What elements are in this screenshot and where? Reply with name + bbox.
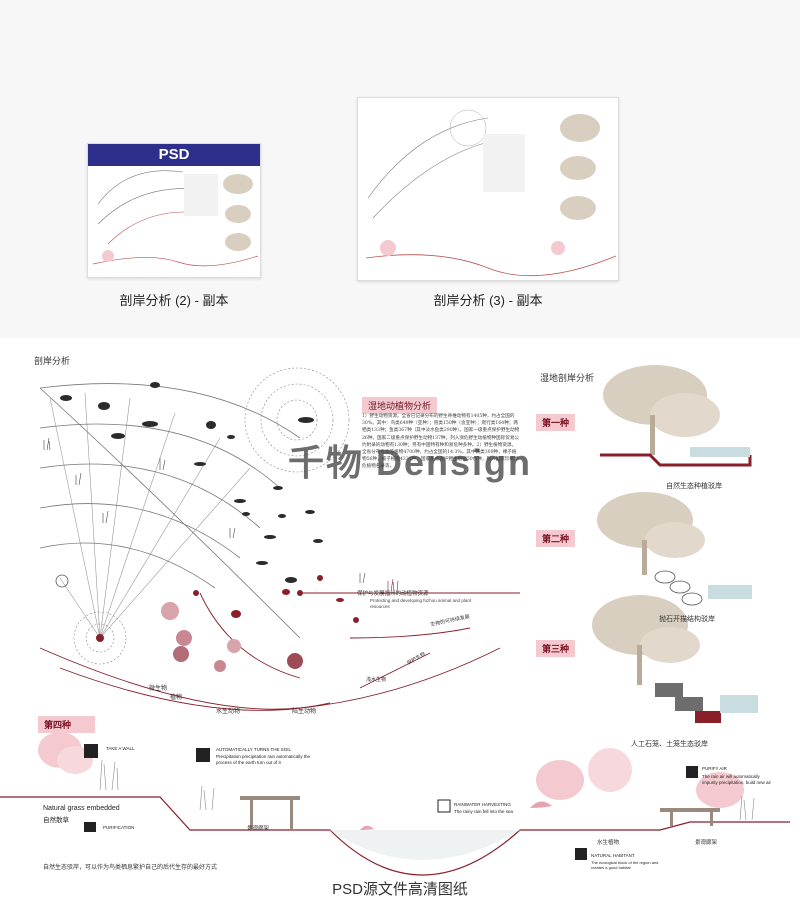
- ring-label-cn: 保护与发展福州的动植物资源: [357, 591, 429, 597]
- sheet-title-left: 剖岸分析: [34, 356, 71, 366]
- bank-types-illustration: [592, 365, 758, 723]
- curve-label-shallow: 浅水生物: [366, 677, 387, 683]
- type-3-tag: 第三种: [536, 640, 576, 657]
- thumbnail-preview-1: [92, 170, 259, 267]
- analysis-paragraph: 1）野生动物资源。全省已记录分布的野生脊椎动物有1405种，约占全国的30%。其…: [362, 414, 520, 470]
- fan-diagram: [39, 367, 520, 711]
- type-1-caption: 自然生态种植驳岸: [666, 483, 722, 490]
- file-browser: PSD 剖岸分析 (2) - 副本 剖岸分析 (3) - 副本: [0, 0, 800, 338]
- type-2-tag: 第二种: [536, 530, 576, 547]
- type-2-caption: 抛石开描结构驳岸: [659, 616, 715, 623]
- take-a-walk-label: TAKE A WALL: [106, 746, 135, 751]
- rainwater-label: RAINWATER HARVESTING: [454, 802, 511, 807]
- thumbnail-preview-2: [365, 109, 617, 277]
- watermark: 千物 Densign: [288, 442, 533, 483]
- aquatic-plants-label: 水生植物: [597, 840, 620, 846]
- analysis-heading: 湿地动植物分析: [362, 397, 438, 414]
- rainwater-desc: The rainy rain fell into the sea: [454, 809, 514, 814]
- purify-air-desc: The rain air will automatically impurity…: [702, 774, 772, 785]
- file-label-1[interactable]: 剖岸分析 (2) - 副本: [119, 293, 229, 308]
- curve-label-terrestrial: 陆生动物: [292, 709, 317, 715]
- sheet-title-right: 湿地剖岸分析: [540, 373, 595, 383]
- curve-label-aquatic: 水生动物: [216, 709, 241, 715]
- file-label-2[interactable]: 剖岸分析 (3) - 副本: [433, 293, 543, 308]
- purification-label: PURIFICATION: [103, 825, 135, 830]
- purify-air-label: PURIFY AIR: [702, 766, 727, 771]
- file-thumbnail-2[interactable]: [357, 97, 619, 281]
- section-illustration: [0, 732, 790, 876]
- natural-grass-label: Natural grass embedded: [43, 805, 120, 812]
- type-3-caption: 人工石笼、土笼生态驳岸: [631, 741, 708, 748]
- natural-habitat-label: NATURAL HABITANT: [591, 853, 635, 858]
- type-4-tag: 第四种: [38, 716, 96, 733]
- natural-grass-cn-label: 自然散草: [43, 817, 69, 824]
- curve-label-plant: 植物: [170, 695, 183, 701]
- type-1-tag: 第一种: [536, 414, 576, 431]
- curve-label-microbe: 微生物: [149, 686, 168, 692]
- landscape-rack-label-1: 景观廊架: [247, 826, 270, 832]
- ring-label-en: Protecting and developing fuzhou animal …: [370, 598, 472, 609]
- auto-turns-label: AUTOMATICALLY TURNS THE SOIL: [216, 747, 292, 752]
- landscape-rack-label-2: 景观廊架: [695, 840, 718, 846]
- bottom-note: 自然生态驳岸，可以作为鸟类栖息繁护自己的后代生存的最好方式: [43, 865, 218, 871]
- file-thumbnail-1[interactable]: PSD: [87, 143, 261, 278]
- footer-caption: PSD源文件高清图纸: [332, 881, 468, 898]
- natural-habitat-desc: The ecological block of the region and c…: [591, 860, 659, 870]
- psd-banner: PSD: [88, 144, 260, 166]
- auto-turns-desc: Precipitation precipitation rain automat…: [216, 754, 311, 765]
